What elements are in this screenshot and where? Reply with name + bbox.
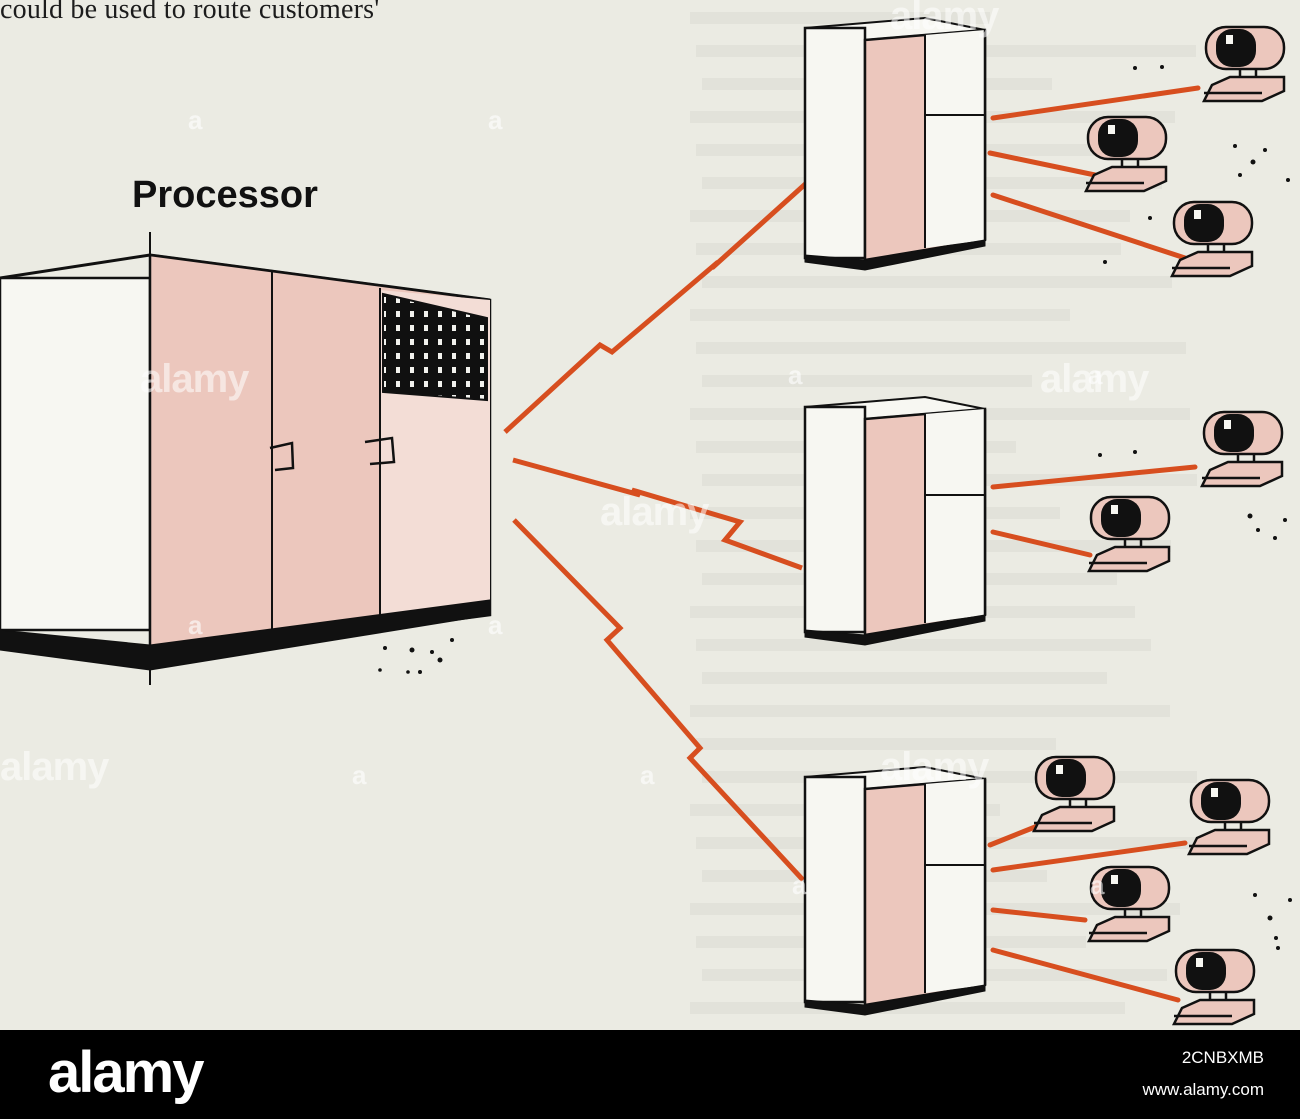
terminal-screen-glare [1194,210,1201,219]
line-to-concentrator-1 [503,176,814,434]
terminal-keyboard [1083,165,1168,193]
terminal-screen-glare [1111,875,1118,884]
link-3b [990,840,1188,873]
terminal-screen [1101,869,1141,907]
terminal-keyboard [1186,828,1271,856]
terminal-screen [1046,759,1086,797]
processor-label: Processor [132,174,318,216]
link-1c [990,192,1188,261]
link-3a [987,822,1043,848]
footer-bar: alamy 2CNBXMB www.alamy.com [0,1030,1300,1119]
concentrator-3 [803,765,987,1016]
concentrator-3-front [803,775,867,1004]
concentrator-2-front [803,405,867,634]
terminal-3 [1169,200,1254,278]
terminals [1031,25,1286,1026]
terminal-screen [1098,119,1138,157]
terminal-6 [1031,755,1116,833]
terminal-5 [1086,495,1171,573]
terminal-screen-glare [1224,420,1231,429]
concentrator-2 [803,395,987,646]
processor-handle-1 [269,441,295,472]
concentrator-1-front [803,26,867,260]
processor-vent-grille [382,292,488,402]
terminal-keyboard [1201,75,1286,103]
terminal-screen-glare [1056,765,1063,774]
link-2b [990,529,1093,558]
terminal-1 [1201,25,1286,103]
terminal-screen [1216,29,1256,67]
network-diagram [0,16,1292,1026]
line-to-concentrator-2 [512,457,803,571]
speckle-dots [378,65,1292,950]
terminal-screen [1214,414,1254,452]
link-3d [990,947,1181,1003]
processor-handle-2 [364,436,396,466]
processor-base [0,599,491,671]
terminal-keyboard [1031,805,1116,833]
terminal-screen-glare [1111,505,1118,514]
terminal-screen-glare [1211,788,1218,797]
communication-lines [503,176,814,882]
concentrator-2-base [804,614,986,646]
terminal-screen [1186,952,1226,990]
site-url: www.alamy.com [1142,1080,1264,1099]
terminal-screen [1201,782,1241,820]
terminal-7 [1186,778,1271,856]
link-2a [990,464,1198,490]
terminal-screen [1184,204,1224,242]
processor-cabinet [0,232,492,685]
processor-front-panel [0,276,152,632]
terminal-screen-glare [1196,958,1203,967]
concentrator-1-base [804,239,986,271]
link-1a [990,85,1201,121]
terminal-screen-glare [1108,125,1115,134]
link-3c [990,907,1088,923]
line-to-concentrator-3 [512,518,805,882]
terminal-keyboard [1169,250,1254,278]
terminal-4 [1199,410,1284,488]
terminal-screen-glare [1226,35,1233,44]
terminal-2 [1083,115,1168,193]
link-1b [987,150,1098,178]
terminal-keyboard [1171,998,1256,1026]
image-id: 2CNBXMB [1181,1048,1264,1067]
concentrator-1 [803,16,987,271]
concentrator-3-base [804,984,986,1016]
terminal-keyboard [1199,460,1284,488]
terminal-keyboard [1086,545,1171,573]
terminal-9 [1171,948,1256,1026]
footer-logo: alamy [48,1040,204,1105]
terminal-screen [1101,499,1141,537]
caption-text: could be used to route customers' [0,0,380,25]
terminal-keyboard [1086,915,1171,943]
terminal-lines [987,85,1201,1003]
terminal-8 [1086,865,1171,943]
